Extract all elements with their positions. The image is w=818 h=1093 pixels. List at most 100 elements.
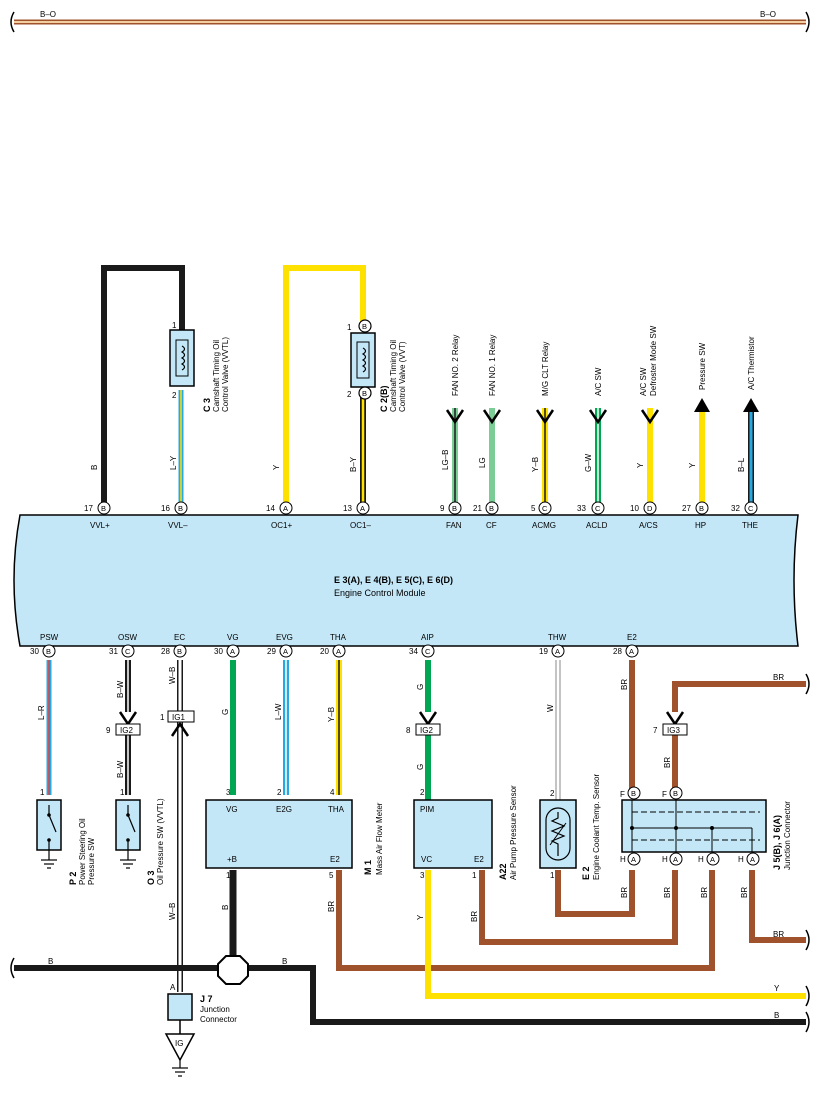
wire-vvl-plus — [101, 265, 185, 507]
the-arrow-icon — [743, 398, 759, 412]
svg-text:AIP: AIP — [421, 633, 434, 642]
svg-text:34: 34 — [409, 647, 418, 656]
svg-text:BR: BR — [470, 911, 479, 922]
svg-text:Y: Y — [272, 464, 281, 470]
svg-text:BR: BR — [327, 901, 336, 912]
wire-ect-e2 — [555, 870, 635, 917]
svg-text:B: B — [452, 504, 457, 513]
svg-text:BR: BR — [620, 887, 629, 898]
svg-text:VG: VG — [226, 805, 238, 814]
svg-text:FAN NO. 2 Relay: FAN NO. 2 Relay — [451, 335, 460, 396]
wire-end-brackets — [10, 673, 810, 1033]
svg-text:IG1: IG1 — [172, 713, 185, 722]
svg-text:B: B — [178, 504, 183, 513]
svg-text:B: B — [631, 789, 636, 798]
svg-text:C: C — [595, 504, 601, 513]
svg-text:E 2: E 2 — [581, 866, 591, 880]
splice-point — [217, 955, 249, 985]
ecm-subtitle: Engine Control Module — [334, 588, 426, 598]
wire-ig3 — [672, 681, 806, 712]
svg-text:4: 4 — [330, 788, 335, 797]
c3-name2: Control Valve (VVTL) — [221, 337, 230, 412]
svg-text:BR: BR — [740, 887, 749, 898]
wire-a22-e2 — [479, 870, 678, 945]
c2-name2: Control Valve (VVT) — [398, 341, 407, 412]
svg-text:+B: +B — [227, 855, 237, 864]
m1-mafm: 3 2 4 VG E2G THA +B E2 1 5 M 1 Mass Air … — [205, 788, 384, 880]
svg-text:B: B — [699, 504, 704, 513]
svg-text:1: 1 — [550, 871, 555, 880]
svg-text:H: H — [662, 855, 668, 864]
ig2-connector-aip: IG2 8 — [406, 711, 441, 736]
svg-text:F: F — [662, 790, 667, 799]
svg-text:16: 16 — [161, 504, 170, 513]
svg-text:27: 27 — [682, 504, 691, 513]
svg-text:P 2: P 2 — [68, 872, 78, 885]
svg-text:E2G: E2G — [276, 805, 292, 814]
svg-text:Y–B: Y–B — [327, 707, 336, 722]
top-wire-labels: B L–Y Y B–Y LG–B LG Y–B G–W Y Y B–L — [90, 450, 746, 472]
hp-arrow-icon — [694, 398, 710, 412]
svg-text:THE: THE — [742, 521, 758, 530]
c3-pin2: 2 — [172, 391, 177, 400]
svg-text:VC: VC — [421, 855, 432, 864]
svg-text:32: 32 — [731, 504, 740, 513]
svg-text:Pressure SW: Pressure SW — [87, 837, 96, 885]
svg-text:H: H — [620, 855, 626, 864]
c2-pin2: 2 — [347, 390, 352, 399]
svg-text:W: W — [546, 704, 555, 712]
svg-text:B–Y: B–Y — [349, 456, 358, 472]
svg-text:Defroster Mode SW: Defroster Mode SW — [649, 325, 658, 396]
top-bus: B–O B–O — [10, 10, 810, 33]
svg-text:21: 21 — [473, 504, 482, 513]
svg-text:1: 1 — [120, 788, 125, 797]
svg-text:ACLD: ACLD — [586, 521, 608, 530]
svg-text:THA: THA — [328, 805, 345, 814]
ground-icon — [120, 859, 136, 869]
svg-text:1: 1 — [160, 713, 165, 722]
svg-text:2: 2 — [420, 788, 425, 797]
svg-text:BR: BR — [700, 887, 709, 898]
svg-text:VVL+: VVL+ — [90, 521, 110, 530]
svg-text:C: C — [125, 647, 131, 656]
svg-text:B: B — [90, 465, 99, 470]
svg-text:A: A — [283, 647, 288, 656]
j7-junction-connector: A J 7 Junction Connector IG — [164, 983, 237, 1077]
svg-text:B–W: B–W — [116, 760, 125, 778]
c3-code: C 3 — [202, 398, 212, 412]
ecm-module: E 3(A), E 4(B), E 5(C), E 6(D) Engine Co… — [13, 514, 799, 647]
svg-text:PSW: PSW — [40, 633, 59, 642]
svg-text:9: 9 — [440, 504, 445, 513]
svg-text:3: 3 — [420, 871, 425, 880]
svg-text:A/CS: A/CS — [639, 521, 658, 530]
svg-text:G–W: G–W — [584, 453, 593, 472]
svg-text:IG2: IG2 — [120, 726, 133, 735]
svg-text:M 1: M 1 — [363, 860, 373, 875]
svg-text:C: C — [425, 647, 431, 656]
svg-text:D: D — [647, 504, 653, 513]
svg-text:OSW: OSW — [118, 633, 138, 642]
svg-text:L–R: L–R — [37, 705, 46, 720]
wire-j5-br-out — [749, 870, 806, 943]
svg-text:FAN NO. 1 Relay: FAN NO. 1 Relay — [488, 335, 497, 396]
svg-text:7: 7 — [653, 726, 658, 735]
c2-code: C 2(B) — [379, 385, 389, 412]
svg-text:LG–B: LG–B — [441, 450, 450, 470]
svg-text:A/C SW: A/C SW — [639, 367, 648, 396]
svg-text:BR: BR — [773, 930, 784, 939]
svg-text:G: G — [416, 764, 425, 770]
svg-text:EVG: EVG — [276, 633, 293, 642]
svg-text:HP: HP — [695, 521, 706, 530]
svg-text:E2: E2 — [627, 633, 637, 642]
c2-solenoid: 1 B 2 B C 2(B) Camshaft Timing Oil Contr… — [347, 319, 407, 412]
svg-text:OC1–: OC1– — [350, 521, 371, 530]
svg-text:A: A — [170, 983, 176, 992]
svg-text:H: H — [698, 855, 704, 864]
svg-text:Junction Connector: Junction Connector — [783, 801, 792, 870]
svg-text:Y: Y — [774, 984, 780, 993]
svg-text:E2: E2 — [330, 855, 340, 864]
svg-text:B: B — [673, 789, 678, 798]
ig3-connector: IG3 7 — [653, 711, 688, 736]
svg-text:L–W: L–W — [274, 703, 283, 720]
